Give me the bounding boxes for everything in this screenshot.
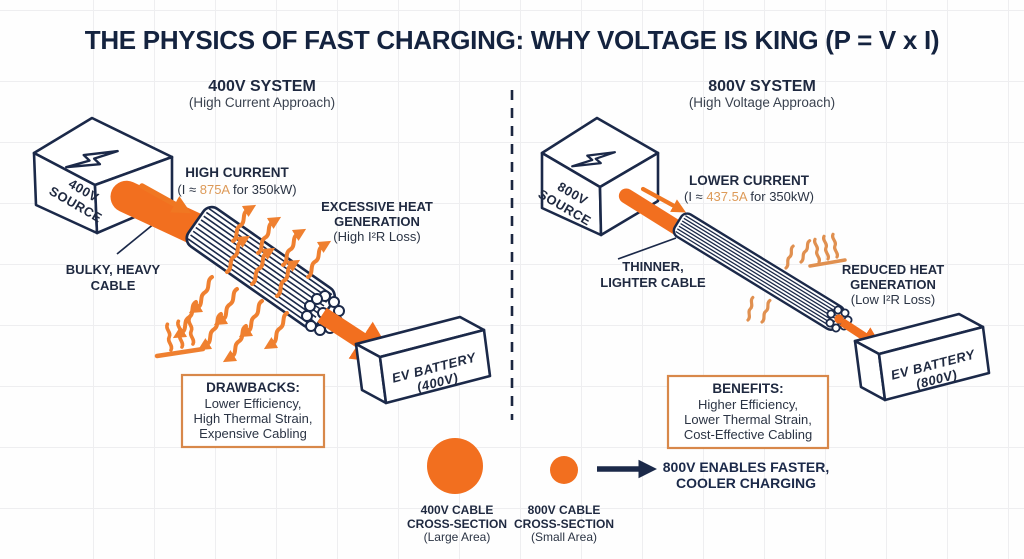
small-circle-label2: CROSS-SECTION (514, 517, 614, 531)
right-heat-line1: REDUCED HEAT (842, 262, 944, 277)
conclusion-line1: 800V ENABLES FASTER, (663, 459, 830, 475)
drawbacks-line1: Lower Efficiency, (204, 396, 301, 411)
right-heat-squiggles-up (783, 238, 812, 270)
left-heat-line2: GENERATION (334, 214, 420, 229)
left-current-title: HIGH CURRENT (185, 165, 289, 180)
benefits-line3: Cost-Effective Cabling (684, 427, 812, 442)
right-cable-label2: LIGHTER CABLE (600, 275, 706, 290)
right-cable-label1: THINNER, (622, 259, 683, 274)
right-current-detail: (I ≈ 437.5A for 350kW) (684, 189, 814, 204)
benefits-line1: Higher Efficiency, (698, 397, 798, 412)
benefits-box: BENEFITS: Higher Efficiency, Lower Therm… (666, 374, 830, 450)
left-current-arrow (139, 183, 192, 214)
right-current-title: LOWER CURRENT (689, 173, 810, 188)
small-circle-label1: 800V CABLE (528, 503, 601, 517)
left-battery-arrow (317, 307, 398, 365)
right-ev-battery (853, 312, 991, 402)
left-heat-line1: EXCESSIVE HEAT (321, 199, 433, 214)
left-cable-label1: BULKY, HEAVY (66, 262, 161, 277)
left-system-subheader: (High Current Approach) (189, 95, 335, 110)
benefits-title: BENEFITS: (712, 381, 783, 396)
right-system-subheader: (High Voltage Approach) (689, 95, 835, 110)
right-cable-bundle (672, 212, 846, 331)
right-orange-cable (618, 188, 688, 237)
right-current-arrow (640, 186, 687, 213)
large-circle-label3: (Large Area) (424, 530, 491, 544)
benefits-line2: Lower Thermal Strain, (684, 412, 812, 427)
right-battery-arrow (839, 318, 883, 349)
lightning-icon (65, 149, 119, 169)
cable-strand-lines (675, 215, 842, 328)
right-system-header: 800V SYSTEM (708, 78, 816, 95)
left-heat-line3: (High I²R Loss) (333, 229, 420, 244)
battery-front-face (877, 325, 991, 402)
battery-front-face (378, 328, 492, 405)
left-orange-cable (110, 180, 212, 245)
right-heat-squiggles-down (745, 295, 773, 324)
large-cross-section-circle (427, 438, 483, 494)
right-heat-line3: (Low I²R Loss) (851, 292, 936, 307)
right-cable-pointer-line (617, 237, 677, 260)
drawbacks-box: DRAWBACKS: Lower Efficiency, High Therma… (180, 373, 326, 449)
left-cable-label2: CABLE (91, 278, 136, 293)
page-title: THE PHYSICS OF FAST CHARGING: WHY VOLTAG… (85, 25, 939, 55)
small-cross-section-circle (550, 456, 578, 484)
left-current-detail: (I ≈ 875A for 350kW) (177, 182, 296, 197)
left-ev-battery (354, 315, 492, 405)
right-heat-line2: GENERATION (850, 277, 936, 292)
right-cable-core (834, 314, 844, 324)
large-circle-label1: 400V CABLE (421, 503, 494, 517)
conclusion-line2: COOLER CHARGING (676, 475, 816, 491)
drawbacks-title: DRAWBACKS: (206, 380, 300, 395)
lightning-icon (571, 151, 616, 168)
drawbacks-line2: High Thermal Strain, (194, 411, 313, 426)
small-circle-label3: (Small Area) (531, 530, 597, 544)
large-circle-label2: CROSS-SECTION (407, 517, 507, 531)
right-source-cube (540, 116, 660, 237)
right-heat-icon (808, 232, 847, 268)
left-system-header: 400V SYSTEM (208, 78, 316, 95)
drawbacks-line3: Expensive Cabling (199, 426, 307, 441)
left-heat-icon (154, 316, 206, 359)
